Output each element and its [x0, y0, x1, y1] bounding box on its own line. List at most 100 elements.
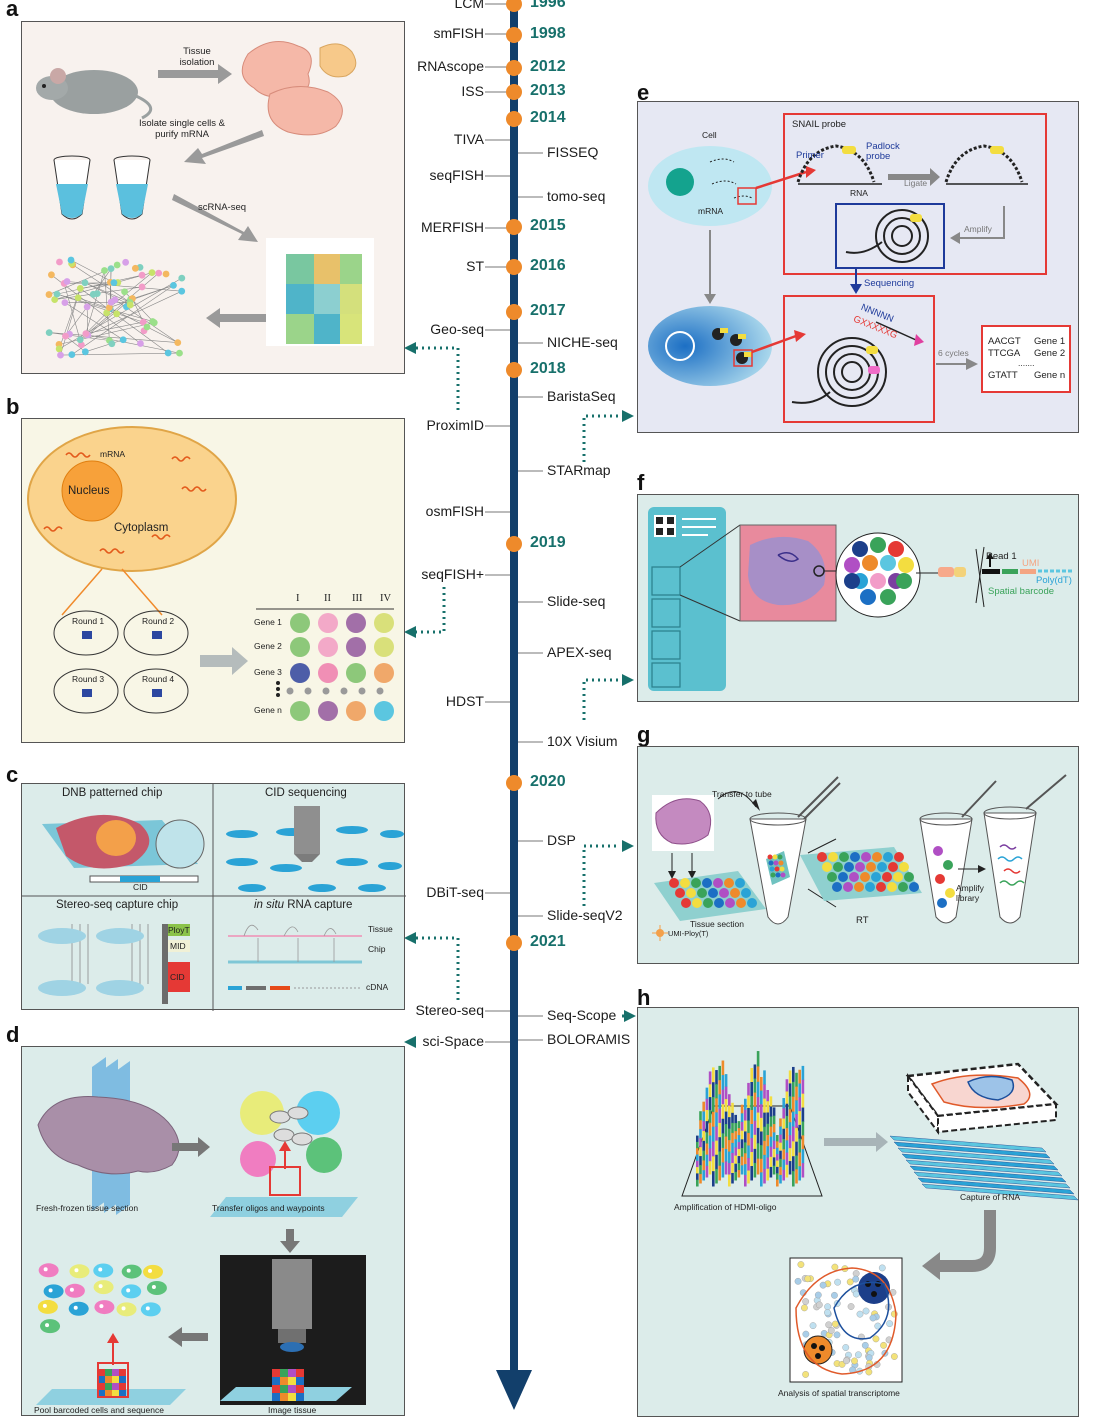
cell-icon-e [648, 146, 772, 226]
panel-label-b: b [6, 394, 20, 419]
panel-b-art [27, 426, 394, 721]
gene-dot [318, 701, 338, 721]
method-left-7: ST [466, 258, 484, 274]
read-seq-n: GTATT [988, 370, 1018, 381]
year-label-2021: 2021 [530, 933, 566, 950]
gene-dot [290, 701, 310, 721]
cid-label-q3: CID [170, 972, 185, 982]
panel-d-art [36, 1057, 366, 1405]
polydt-label: Poly(dT) [1036, 575, 1072, 586]
cid-label-q1: CID [133, 882, 148, 892]
method-left-3: ISS [461, 83, 484, 99]
cdna-label-c: cDNA [366, 982, 389, 992]
fresh-frozen-label: Fresh-frozen tissue section [36, 1203, 139, 1213]
read-seq-1: AACGT [988, 336, 1021, 347]
gene-dot [318, 613, 338, 633]
year-dot-1996 [506, 0, 522, 12]
year-label-2018: 2018 [530, 360, 566, 377]
mid-label: MID [170, 941, 186, 951]
method-left-14: Stereo-seq [415, 1002, 484, 1018]
year-label-2015: 2015 [530, 217, 566, 234]
panel-b: mRNA Nucleus Cytoplasm Round 1 Round 2 R… [21, 418, 405, 743]
mrna-label-e: mRNA [698, 206, 724, 216]
dotted-arrow-c [415, 936, 460, 1000]
amp-hdmi-label: Amplification of HDMI-oligo [674, 1202, 777, 1212]
method-right-4: STARmap [547, 462, 611, 478]
method-left-12: HDST [445, 693, 484, 709]
panel-label-g: g [637, 722, 651, 747]
sequencer-icon [294, 806, 320, 854]
dnb-chip-title: DNB patterned chip [62, 787, 163, 799]
insitu-title: in situ RNA capture [254, 899, 352, 911]
year-dot-2021 [506, 935, 522, 951]
year-label-2019: 2019 [530, 534, 566, 551]
panel-c-art [22, 784, 406, 1011]
year-dot-1998 [506, 27, 522, 43]
round-col-3: III [352, 593, 363, 604]
primer-label: Primer [796, 150, 824, 161]
year-label-2014: 2014 [530, 109, 566, 126]
amplify-label-e: Amplify [964, 224, 992, 234]
year-dot-2012 [506, 60, 522, 76]
method-right-7: 10X Visium [547, 733, 618, 749]
scrna-label: scRNA-seq [198, 202, 247, 213]
gene-dot [374, 637, 394, 657]
panel-g: Transfer to tube Tissue section UMI-Ploy… [637, 746, 1079, 964]
sequencing-label: Sequencing [864, 278, 915, 289]
tube-icon-1 [53, 155, 91, 220]
isolate-cells-label: Isolate single cells & purify mRNA [138, 118, 226, 140]
tissue-blob-icon-3 [267, 86, 343, 136]
method-right-9: Slide-seqV2 [547, 907, 623, 923]
year-label-2012: 2012 [530, 58, 566, 75]
method-left-5: seqFISH [429, 167, 484, 183]
panel-h-art [681, 1051, 1079, 1383]
padlock-label: Padlock probe [866, 141, 900, 162]
read-gene-2: Gene 2 [1034, 348, 1066, 359]
dotted-arrow-b [415, 587, 446, 634]
heatmap-icon [266, 238, 374, 346]
method-right-3: BaristaSeq [547, 388, 616, 404]
capture-strips [889, 1135, 1079, 1201]
tube-icon-2 [113, 155, 151, 220]
panel-label-f: f [637, 470, 645, 495]
panel-label-a: a [6, 0, 19, 21]
method-left-15: sci-Space [422, 1033, 484, 1049]
insitu-italic: in situ [254, 899, 285, 911]
mrna-label-b: mRNA [100, 449, 126, 459]
gene-dot [318, 637, 338, 657]
panel-h: Amplification of HDMI-oligo Capture of R… [637, 1007, 1079, 1417]
umi-poly-label: UMI-Ploy(T) [668, 929, 709, 938]
year-dot-2013 [506, 84, 522, 100]
round-col-2: II [324, 593, 331, 604]
cell-label-e: Cell [702, 130, 717, 140]
mouse-icon [36, 68, 153, 120]
cycles-label: 6 cycles [938, 348, 969, 358]
panel-e-art [648, 113, 1071, 423]
ligate-label: Ligate [904, 178, 928, 188]
method-right-1: tomo-seq [547, 188, 606, 204]
method-right-2: NICHE-seq [547, 334, 618, 350]
gene-dot [374, 663, 394, 683]
cid-seq-title: CID sequencing [265, 787, 347, 799]
panel-f: Read 1 UMI Poly(dT) Spatial barcode [637, 494, 1079, 702]
dotted-arrowhead-f [622, 674, 634, 686]
year-label-1996: 1996 [530, 0, 566, 11]
dotted-arrowhead-g [622, 840, 634, 852]
gene-dot [290, 613, 310, 633]
cell-icon [27, 426, 237, 572]
panel-label-d: d [6, 1022, 20, 1047]
brain-section-icon [655, 798, 712, 845]
read-dots: ....... [1018, 358, 1035, 368]
dotted-arrowhead-a [404, 342, 416, 354]
pool-label: Pool barcoded cells and sequence [34, 1405, 164, 1415]
method-left-8: Geo-seq [430, 321, 484, 337]
gene-row-label: Gene 3 [254, 667, 282, 677]
dotted-arrow-e [582, 414, 620, 462]
snail-probe-label: SNAIL probe [792, 119, 847, 130]
method-left-4: TIVA [453, 131, 484, 147]
tissue-label-c: Tissue [368, 924, 393, 934]
rt-label: RT [856, 915, 869, 926]
transfer-oligos-label: Transfer oligos and waypoints [212, 1203, 325, 1213]
dotted-arrowhead-e [622, 410, 634, 422]
year-label-2020: 2020 [530, 773, 566, 790]
